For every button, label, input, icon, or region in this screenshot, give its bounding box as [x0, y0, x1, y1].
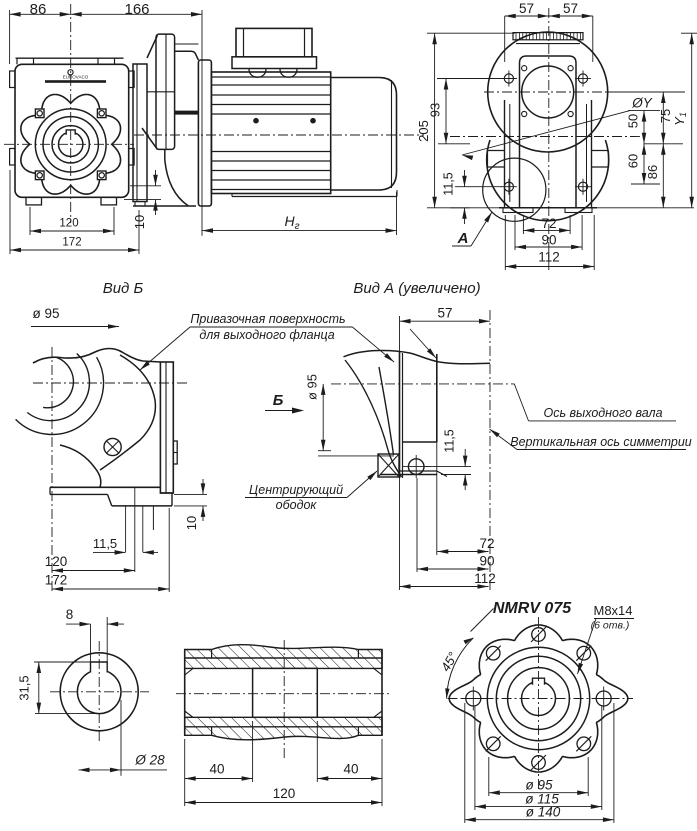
- svg-text:172: 172: [62, 237, 81, 249]
- svg-text:11,5: 11,5: [93, 536, 117, 551]
- svg-text:112: 112: [474, 571, 496, 586]
- svg-text:57: 57: [519, 1, 534, 16]
- svg-text:75: 75: [658, 109, 673, 123]
- svg-text:NMRV 075: NMRV 075: [493, 600, 572, 617]
- svg-text:86: 86: [30, 1, 47, 18]
- svg-text:ø 95: ø 95: [32, 306, 59, 321]
- svg-text:Центрирующий: Центрирующий: [249, 483, 343, 497]
- svg-text:40: 40: [209, 762, 224, 777]
- svg-text:60: 60: [626, 154, 641, 168]
- svg-text:72: 72: [541, 216, 556, 231]
- svg-text:Ø 28: Ø 28: [134, 753, 165, 768]
- svg-text:120: 120: [59, 218, 78, 230]
- svg-text:120: 120: [273, 786, 296, 801]
- svg-text:для выходного фланца: для выходного фланца: [199, 328, 334, 342]
- svg-text:90: 90: [479, 554, 494, 569]
- svg-text:31,5: 31,5: [17, 675, 32, 700]
- svg-text:А: А: [457, 230, 469, 247]
- svg-text:(6 отв.): (6 отв.): [591, 620, 630, 632]
- svg-text:ØY: ØY: [631, 96, 653, 111]
- svg-text:Вид Б: Вид Б: [103, 280, 144, 297]
- svg-text:50: 50: [626, 114, 641, 128]
- svg-text:172: 172: [45, 573, 68, 588]
- svg-text:Ось выходного вала: Ось выходного вала: [543, 406, 662, 420]
- svg-text:ободок: ободок: [276, 498, 318, 512]
- svg-text:57: 57: [437, 306, 452, 321]
- svg-text:8: 8: [66, 607, 74, 622]
- svg-text:ø 95: ø 95: [525, 778, 553, 793]
- svg-text:10: 10: [184, 516, 199, 530]
- svg-text:11,5: 11,5: [442, 172, 456, 195]
- svg-text:40: 40: [343, 762, 358, 777]
- svg-text:72: 72: [479, 536, 494, 551]
- svg-text:Б: Б: [273, 392, 284, 409]
- svg-text:EUROVACO: EUROVACO: [63, 75, 89, 80]
- svg-text:11,5: 11,5: [443, 429, 457, 452]
- svg-text:205: 205: [416, 120, 431, 142]
- svg-text:120: 120: [45, 554, 68, 569]
- svg-text:ø 115: ø 115: [525, 791, 559, 806]
- svg-text:Вид А (увеличено): Вид А (увеличено): [353, 280, 480, 297]
- svg-text:ø 95: ø 95: [305, 374, 320, 400]
- svg-text:M8x14: M8x14: [593, 603, 632, 618]
- svg-text:93: 93: [428, 103, 443, 117]
- svg-text:Привазочная поверхность: Привазочная поверхность: [190, 312, 345, 326]
- svg-text:90: 90: [541, 233, 556, 248]
- svg-text:57: 57: [563, 1, 578, 16]
- svg-text:166: 166: [124, 1, 149, 18]
- svg-text:10: 10: [132, 215, 147, 229]
- svg-text:112: 112: [538, 250, 560, 265]
- svg-text:ø 140: ø 140: [526, 805, 561, 820]
- svg-text:Вертикальная ось симметрии: Вертикальная ось симметрии: [510, 435, 691, 449]
- svg-text:86: 86: [645, 165, 660, 179]
